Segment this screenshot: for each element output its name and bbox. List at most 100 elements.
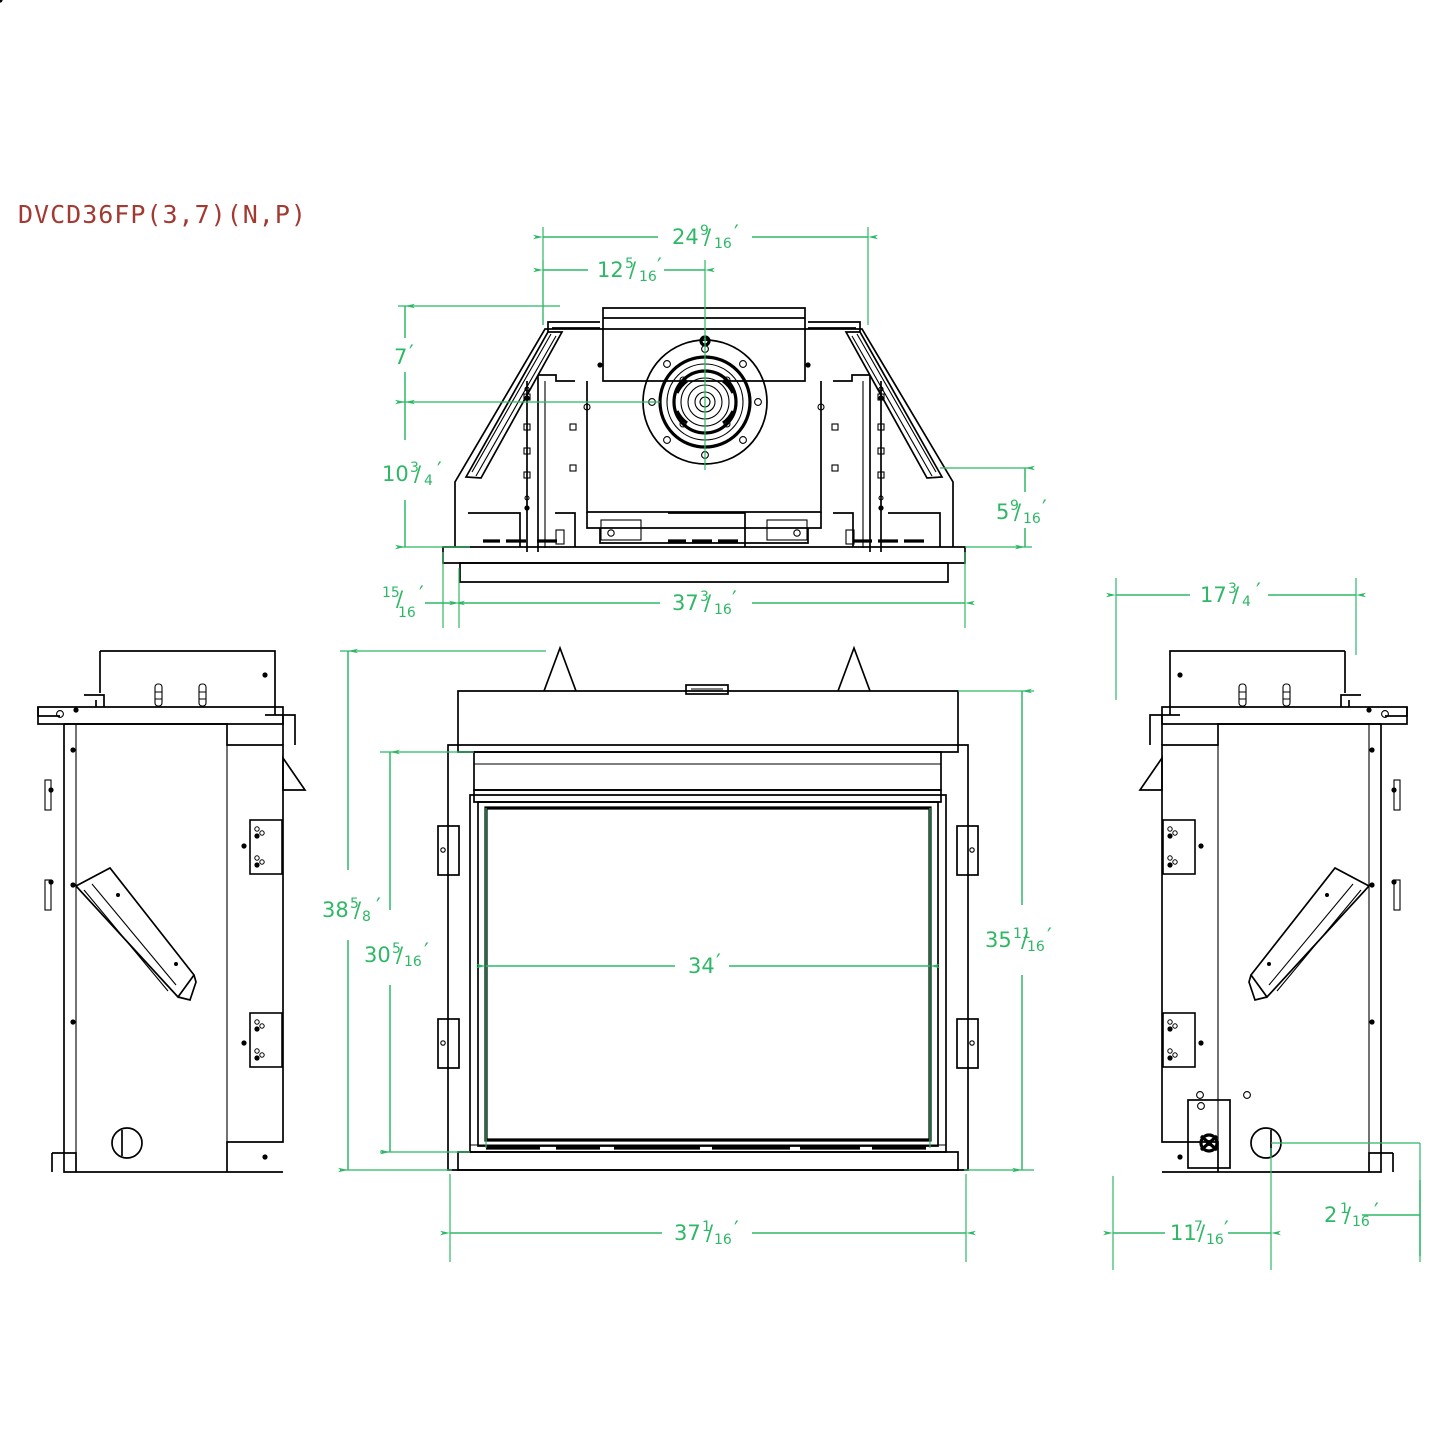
left-side-standoff: [282, 755, 307, 791]
left-side-plenum: [99, 650, 276, 715]
right-side-lower-mount-plate[interactable]: [1162, 1012, 1204, 1068]
svg-text:38: 38: [322, 898, 349, 922]
left-side-access-hole: [111, 1127, 143, 1159]
svg-text:2: 2: [1324, 1203, 1337, 1227]
svg-text:16: 16: [1023, 511, 1041, 527]
svg-text:/: /: [1021, 928, 1029, 952]
svg-text:5: 5: [350, 896, 359, 912]
svg-text:/: /: [1198, 1221, 1206, 1245]
svg-text:11: 11: [1013, 926, 1031, 942]
svg-text:30: 30: [364, 943, 391, 967]
svg-text:/: /: [1344, 1203, 1352, 1227]
dim-17-3-4: 17 3 / 4 ′: [1106, 578, 1366, 700]
svg-text:/: /: [354, 898, 362, 922]
front-view-glass-pane: [491, 813, 925, 1135]
svg-text:16: 16: [714, 236, 732, 252]
svg-text:16: 16: [1352, 1214, 1370, 1230]
dim-38-5-8: 38 5 / 8 ′: [322, 648, 546, 1173]
svg-text:3: 3: [410, 460, 419, 476]
right-side-body: [1149, 714, 1382, 1173]
front-view-bottom-grille: [457, 1144, 959, 1171]
svg-text:16: 16: [404, 954, 422, 970]
svg-text:17: 17: [1200, 583, 1227, 607]
svg-text:16: 16: [639, 269, 657, 285]
svg-text:3: 3: [700, 589, 709, 605]
top-view-firebox: [583, 381, 825, 544]
svg-text:/: /: [1014, 500, 1022, 524]
svg-text:16: 16: [1206, 1232, 1224, 1248]
svg-text:′: ′: [1224, 1217, 1229, 1241]
left-side-bottom-foot: [51, 1152, 268, 1172]
svg-text:′: ′: [734, 221, 739, 245]
left-side-upper-mount-plate[interactable]: [241, 819, 283, 875]
svg-text:16: 16: [714, 1232, 732, 1248]
front-view-nailing-tabs: [543, 645, 871, 692]
svg-text:′: ′: [409, 341, 414, 365]
right-side-view: 17 3 / 4 ′ 11 7 / 16 ′: [0, 0, 1421, 1270]
dim-24-9-16: 24 9 / 16 ′: [533, 221, 878, 325]
svg-text:8: 8: [362, 909, 371, 925]
svg-text:′: ′: [732, 587, 737, 611]
svg-text:4: 4: [424, 473, 433, 489]
left-side-lower-mount-plate[interactable]: [241, 1012, 283, 1068]
right-side-edge-fasteners: [1369, 747, 1401, 1025]
svg-text:7: 7: [1194, 1219, 1203, 1235]
svg-text:12: 12: [597, 258, 624, 282]
right-side-plenum: [1169, 650, 1346, 715]
top-view: 24 9 / 16 ′ 12 5 / 16 ′: [382, 221, 1047, 628]
svg-text:/: /: [396, 943, 404, 967]
svg-text:5: 5: [625, 256, 634, 272]
svg-text:35: 35: [985, 928, 1012, 952]
left-side-edge-fasteners: [44, 747, 76, 1025]
front-view: 38 5 / 8 ′ 30 5 / 16 ′: [322, 645, 1052, 1262]
dim-37-1-16: 37 1 / 16 ′: [440, 1174, 976, 1262]
top-view-left-rail: [464, 321, 600, 479]
svg-text:′: ′: [716, 950, 721, 974]
svg-text:/: /: [629, 258, 637, 282]
dim-5-9-16: 5 9 / 16 ′: [940, 465, 1047, 550]
dim-10-3-4: 10 3 / 4 ′: [382, 399, 470, 550]
svg-text:′: ′: [1374, 1199, 1379, 1223]
svg-text:34: 34: [688, 954, 715, 978]
svg-text:37: 37: [674, 1221, 701, 1245]
svg-text:11: 11: [1170, 1221, 1197, 1245]
top-view-plenum: [597, 307, 811, 382]
svg-text:10: 10: [382, 462, 409, 486]
svg-text:/: /: [396, 587, 404, 611]
top-view-support-feet: [468, 512, 941, 547]
svg-text:′: ′: [1047, 924, 1052, 948]
dim-30-5-16: 30 5 / 16 ′: [364, 749, 474, 1155]
right-side-diagonal-brace: [1248, 866, 1371, 1002]
svg-text:5: 5: [392, 941, 401, 957]
svg-text:4: 4: [1242, 594, 1251, 610]
dim-11-7-16: 11 7 / 16 ′: [1103, 1148, 1281, 1270]
svg-text:′: ′: [1042, 496, 1047, 520]
front-view-right-brackets: [956, 825, 979, 1069]
top-view-right-stiffener: [831, 374, 885, 552]
svg-text:3: 3: [1228, 581, 1237, 597]
dim-2-1-16: 2 1 / 16 ′: [1271, 1142, 1421, 1262]
svg-text:′: ′: [437, 458, 442, 482]
front-view-left-brackets: [437, 825, 460, 1069]
svg-text:9: 9: [700, 223, 709, 239]
top-view-base-pan: [442, 546, 966, 583]
svg-text:′: ′: [424, 939, 429, 963]
drawing-title: DVCD36FP(3,7)(N,P): [18, 200, 307, 229]
svg-text:1: 1: [1340, 1201, 1349, 1217]
right-side-valve-panel[interactable]: [1187, 1091, 1251, 1169]
svg-text:9: 9: [1010, 498, 1019, 514]
svg-text:16: 16: [1027, 939, 1045, 955]
svg-text:16: 16: [714, 602, 732, 618]
right-side-upper-mount-plate[interactable]: [1162, 819, 1204, 875]
dim-37-3-16: 37 3 / 16 ′: [449, 552, 975, 628]
svg-text:5: 5: [996, 500, 1009, 524]
svg-text:37: 37: [672, 591, 699, 615]
right-side-top-flange: [1161, 683, 1408, 725]
dim-34: 34 ′: [476, 808, 940, 1148]
svg-text:/: /: [706, 1221, 714, 1245]
svg-text:/: /: [704, 225, 712, 249]
svg-text:′: ′: [657, 254, 662, 278]
dim-7-inch: 7 ′: [394, 303, 660, 405]
